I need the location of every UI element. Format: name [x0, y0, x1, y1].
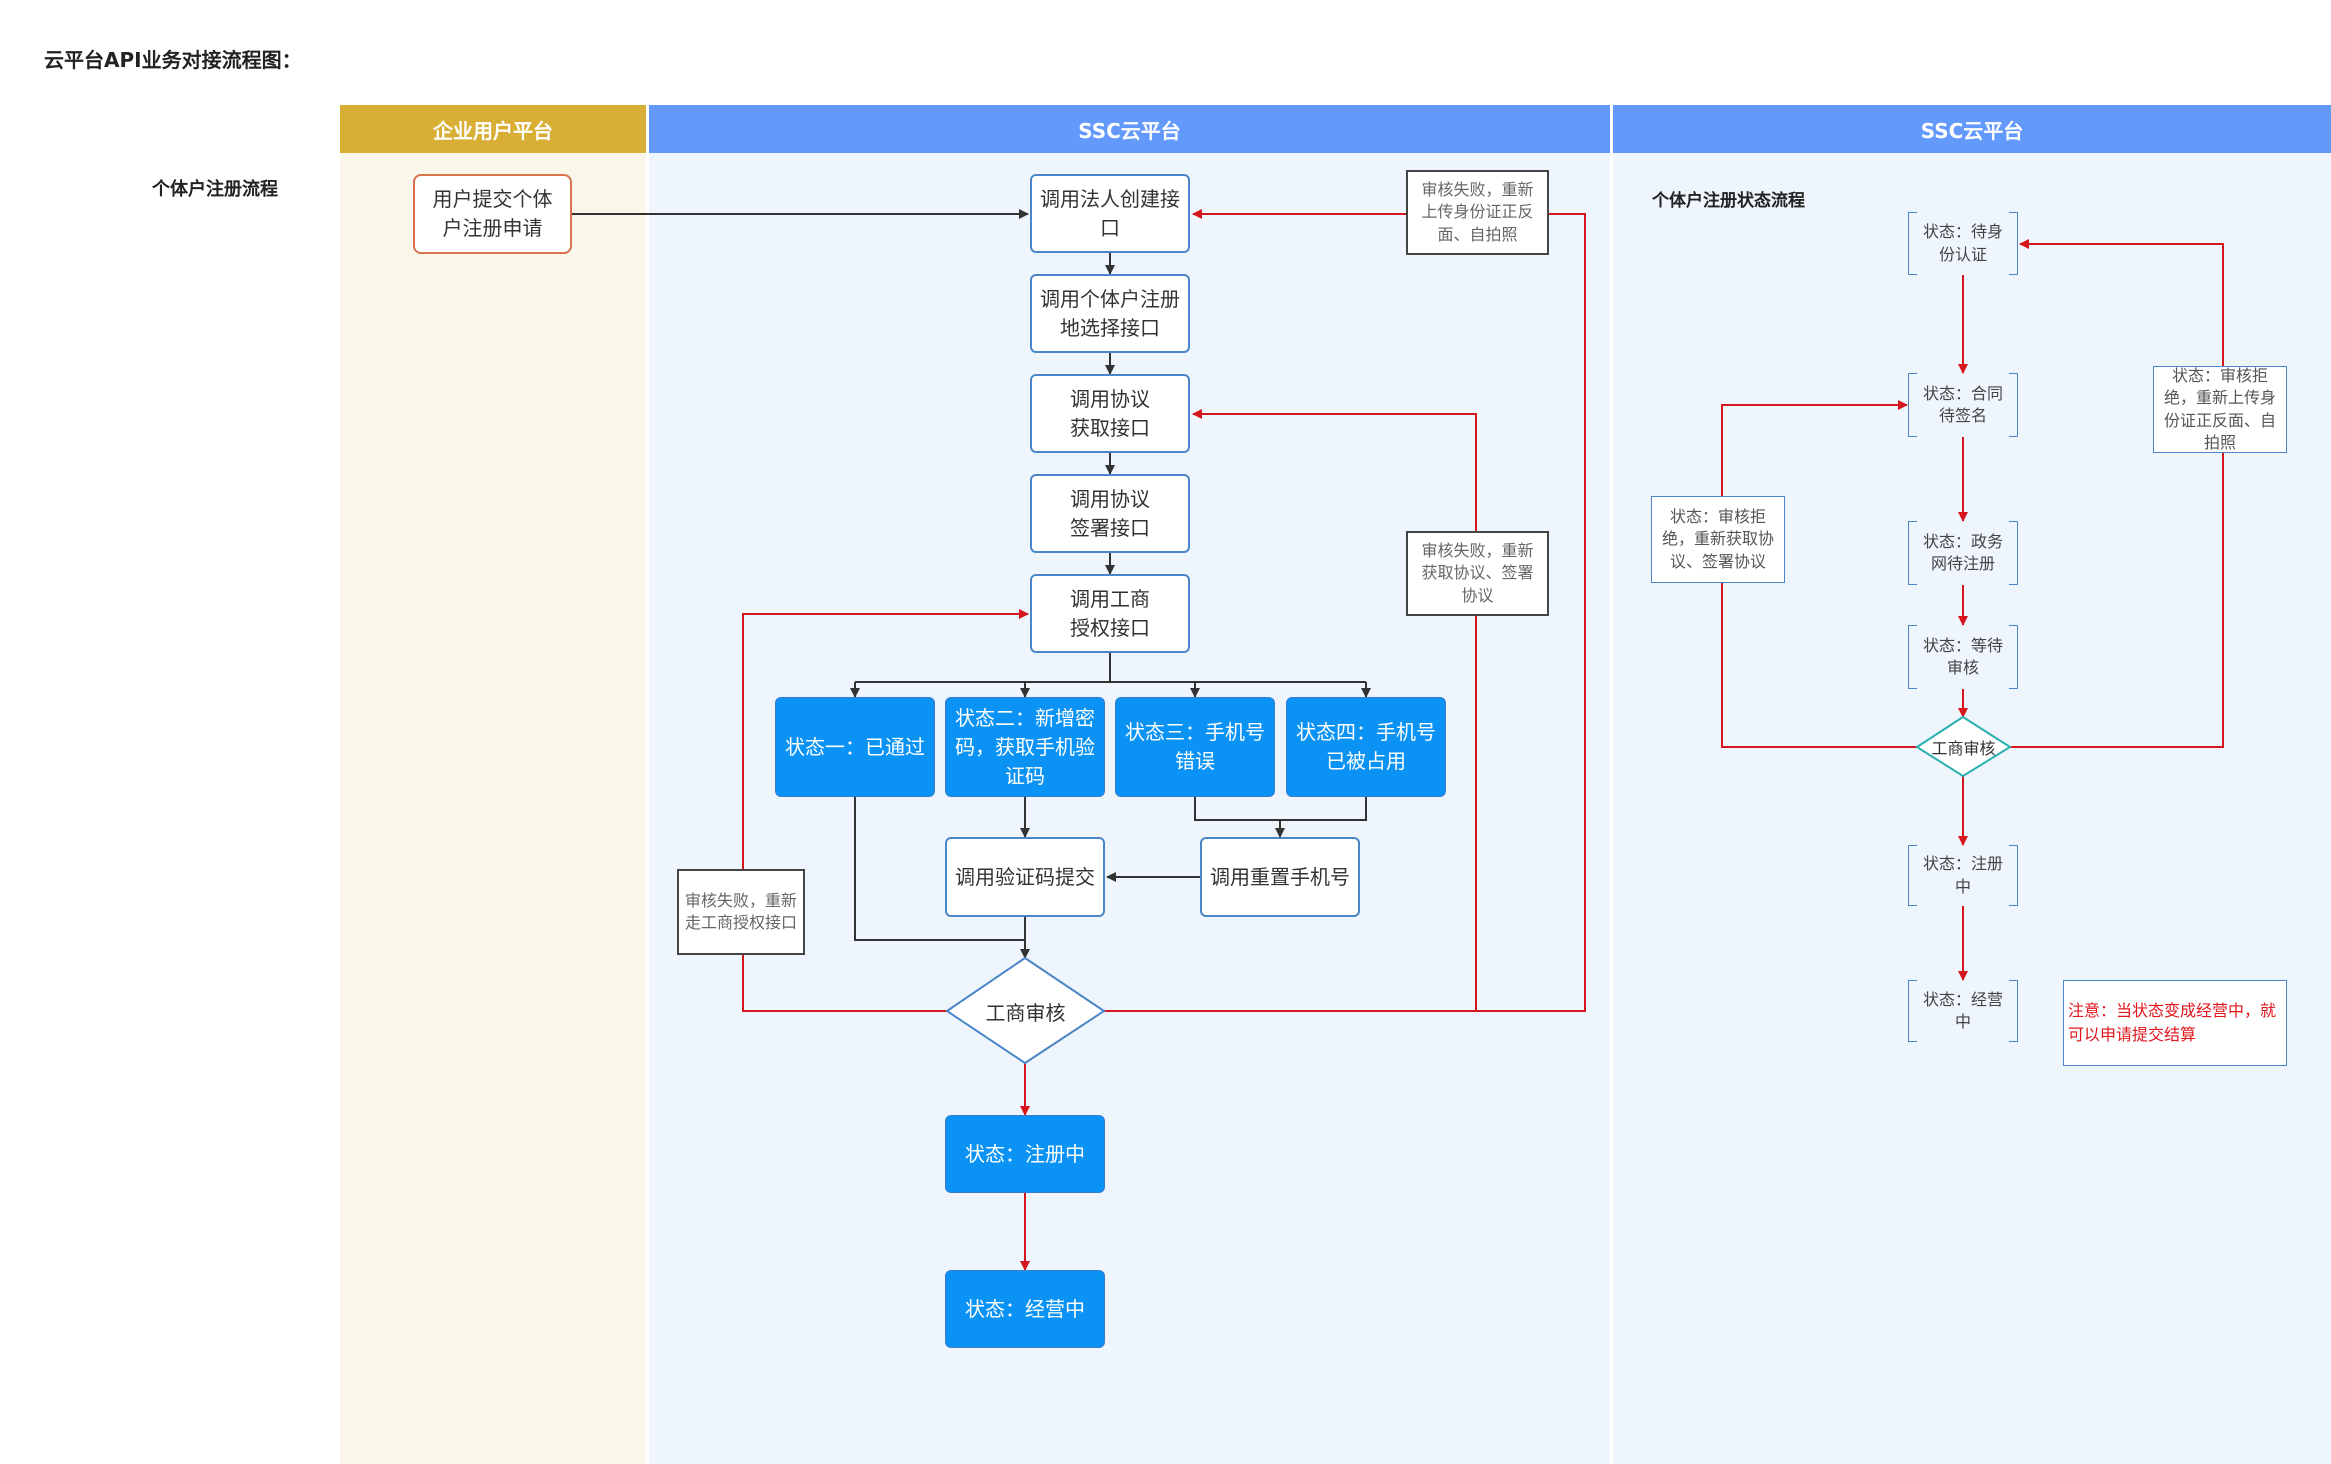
status-flow-title: 个体户注册状态流程 [1652, 191, 1805, 211]
node-user-submit: 用户提交个体户注册申请 [413, 174, 572, 254]
node-state3: 状态三：手机号错误 [1115, 697, 1275, 797]
node-get-agreement: 调用协议获取接口 [1030, 374, 1190, 453]
node-state2: 状态二：新增密码，获取手机验证码 [945, 697, 1105, 797]
status-review: 工商审核 [1931, 739, 1996, 758]
status-wait-review-label: 状态：等待审核 [1922, 635, 2003, 677]
status-reject-agreement: 状态：审核拒绝，重新获取协议、签署协议 [1651, 496, 1785, 583]
edge-branch [855, 653, 1366, 683]
bracket-right [2009, 845, 2018, 906]
status-review-diamond-shape [1915, 715, 2012, 778]
node-operating: 状态：经营中 [945, 1270, 1105, 1348]
edge-s34-reset [1194, 797, 1367, 837]
status-id-auth-label: 状态：待身份认证 [1922, 222, 2003, 264]
status-registering-label: 状态：注册中 [1922, 854, 2003, 896]
lane-ssc-main-header: SSC云平台 [649, 105, 1610, 153]
lane-ssc-main-body [649, 153, 1610, 1464]
status-operating-label: 状态：经营中 [1922, 989, 2003, 1031]
bracket-right [2009, 373, 2018, 437]
bracket-left [1908, 212, 1917, 275]
status-tip: 注意：当状态变成经营中，就可以申请提交结算 [2063, 980, 2287, 1066]
status-contract: 状态：合同待签名 [1908, 373, 2018, 437]
edge-fail-create [1192, 209, 1586, 1012]
node-submit-code: 调用验证码提交 [945, 837, 1105, 917]
edge-s1-review [854, 797, 1025, 941]
status-gov: 状态：政务网待注册 [1908, 521, 2018, 585]
node-business-auth: 调用工商授权接口 [1030, 574, 1190, 653]
bracket-left [1908, 373, 1917, 437]
status-operating: 状态：经营中 [1908, 980, 2018, 1042]
bracket-right [2009, 625, 2018, 689]
page-title: 云平台API业务对接流程图： [44, 48, 302, 72]
note-reauth: 审核失败，重新走工商授权接口 [677, 869, 805, 955]
node-state4: 状态四：手机号已被占用 [1286, 697, 1446, 797]
node-review: 工商审核 [985, 1000, 1066, 1025]
bracket-left [1908, 845, 1917, 906]
status-reject-reupload: 状态：审核拒绝，重新上传身份证正反面、自拍照 [2153, 366, 2287, 453]
bracket-left [1908, 625, 1917, 689]
note-reget-agreement: 审核失败，重新获取协议、签署协议 [1406, 531, 1549, 616]
node-reset-phone: 调用重置手机号 [1200, 837, 1360, 917]
node-state1: 状态一：已通过 [775, 697, 935, 797]
status-gov-label: 状态：政务网待注册 [1922, 531, 2003, 573]
bracket-right [2009, 521, 2018, 585]
node-sign-agreement: 调用协议签署接口 [1030, 474, 1190, 553]
status-contract-label: 状态：合同待签名 [1922, 383, 2003, 425]
lane-enterprise-body [340, 153, 646, 1464]
status-wait-review: 状态：等待审核 [1908, 625, 2018, 689]
edge-fail-reauth [742, 609, 1029, 1012]
lane-ssc-status-header: SSC云平台 [1613, 105, 2331, 153]
node-select-location: 调用个体户注册地选择接口 [1030, 274, 1190, 353]
edge-fail-agreement [1104, 409, 1477, 1012]
row-label: 个体户注册流程 [152, 179, 278, 200]
note-reupload-id: 审核失败，重新上传身份证正反面、自拍照 [1406, 170, 1549, 255]
status-id-auth: 状态：待身份认证 [1908, 212, 2018, 275]
bracket-left [1908, 980, 1917, 1042]
lane-enterprise-header: 企业用户平台 [340, 105, 646, 153]
edge-st-reject-right [2010, 239, 2224, 748]
bracket-right [2009, 212, 2018, 275]
review-diamond-shape [945, 956, 1106, 1065]
node-create-legal: 调用法人创建接口 [1030, 174, 1190, 253]
bracket-right [2009, 980, 2018, 1042]
bracket-left [1908, 521, 1917, 585]
node-registering: 状态：注册中 [945, 1115, 1105, 1193]
status-registering: 状态：注册中 [1908, 845, 2018, 906]
